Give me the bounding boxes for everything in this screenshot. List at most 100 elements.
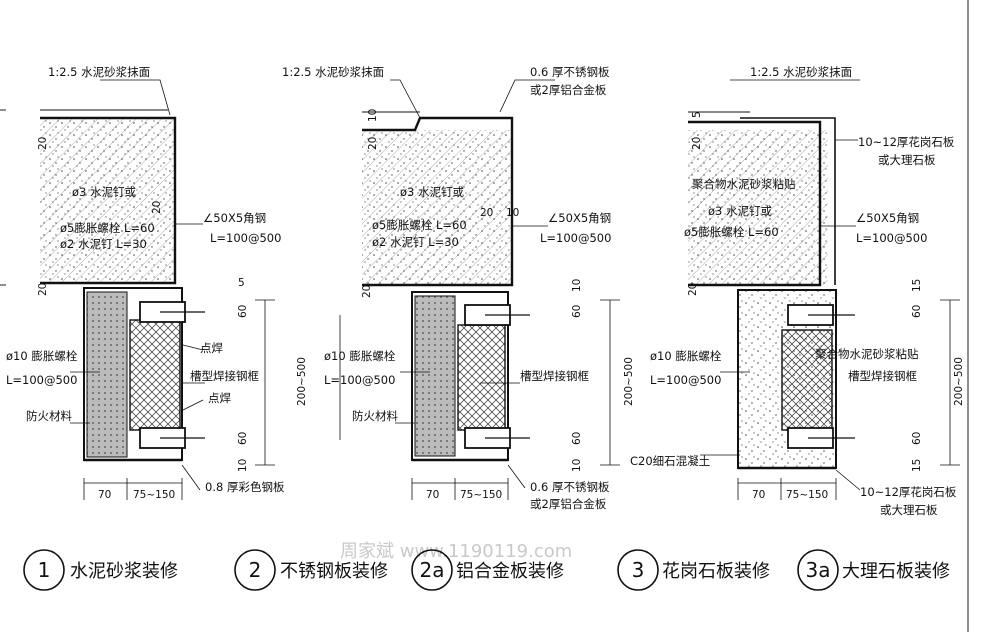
label-fireproof-2: 防火材料 <box>352 409 398 423</box>
caption-circle <box>23 549 65 591</box>
label-bottom-stone-3a: 10~12厚花岗石板 <box>860 485 957 499</box>
dim-2-200: 200~500 <box>623 357 635 406</box>
dim-2-10a: 10 <box>367 109 379 122</box>
label-fireproof-1: 防火材料 <box>26 409 72 423</box>
dim-2-20a: 20 <box>367 137 379 150</box>
label-plate-2b: 或2厚铝合金板 <box>530 83 607 97</box>
dim-2-10b: 10 <box>506 207 519 219</box>
dim-3-70: 70 <box>752 489 765 501</box>
label-bolt-2a: ø10 膨胀螺栓 <box>324 349 396 363</box>
label-bottom-stone-3b: 或大理石板 <box>880 503 938 517</box>
caption-circle <box>234 549 276 591</box>
dim-2-20b: 20 <box>480 207 493 219</box>
channel-frame-2 <box>457 324 506 431</box>
label-spot-weld-1b: 点焊 <box>208 391 231 405</box>
label-concrete-3: C20细石混凝土 <box>630 454 710 468</box>
fireproof-material-2 <box>414 295 456 457</box>
label-anchor-2a: ø3 水泥钉或 <box>400 185 465 199</box>
dim-3-20a: 20 <box>691 137 703 150</box>
label-mortar-3: 聚合物水泥砂浆粘贴 <box>692 177 796 191</box>
dim-1-20b: 20 <box>151 201 163 214</box>
caption-circle <box>411 549 453 591</box>
watermark: 周家斌 www.1190119.com <box>340 541 572 562</box>
fireproof-material-1 <box>86 291 128 458</box>
label-angle-steel-1a: ∠50X5角钢 <box>203 211 266 225</box>
caption-text: 水泥砂浆装修 <box>70 561 178 582</box>
dim-3-200: 200~500 <box>953 357 965 406</box>
dim-2-10d: 10 <box>571 459 583 472</box>
caption-2a: 2a 铝合金板装修 <box>411 549 564 591</box>
label-bolt-2b: L=100@500 <box>324 373 395 387</box>
label-stone-3a: 10~12厚花岗石板 <box>858 135 955 149</box>
caption-text: 大理石板装修 <box>842 561 950 582</box>
dim-2-60a: 60 <box>571 305 583 318</box>
dim-1-75: 75~150 <box>133 489 175 501</box>
label-channel-frame-3: 槽型焊接钢框 <box>848 369 917 383</box>
dim-1-20c: 20 <box>37 283 49 296</box>
label-bolt-3b: L=100@500 <box>650 373 721 387</box>
dim-1-60b: 60 <box>237 432 249 445</box>
dim-2-20c: 20 <box>361 285 373 298</box>
detail-3-granite: 1:2.5 水泥砂浆抹面 10~12厚花岗石板 或大理石板 聚合物水泥砂浆粘贴 … <box>630 65 965 517</box>
caption-text: 花岗石板装修 <box>662 561 770 582</box>
dim-3-75: 75~150 <box>786 489 828 501</box>
caption-number: 3 <box>632 558 645 582</box>
label-plate-2a: 0.6 厚不锈钢板 <box>530 65 610 79</box>
label-angle-steel-2b: L=100@500 <box>540 231 611 245</box>
label-angle-steel-2a: ∠50X5角钢 <box>548 211 611 225</box>
dim-3-5: 5 <box>691 111 703 118</box>
caption-circle <box>617 549 659 591</box>
label-angle-steel-3b: L=100@500 <box>856 231 927 245</box>
caption-1: 1 水泥砂浆装修 <box>23 549 178 591</box>
dim-1-10: 10 <box>237 459 249 472</box>
dim-1-20a: 20 <box>37 137 49 150</box>
caption-3: 3 花岗石板装修 <box>617 549 770 591</box>
caption-3a: 3a 大理石板装修 <box>797 549 950 591</box>
label-bottom-plate-2b: 或2厚铝合金板 <box>530 497 607 511</box>
label-top-finish-1: 1:2.5 水泥砂浆抹面 <box>48 65 150 79</box>
dim-2-75: 75~150 <box>460 489 502 501</box>
label-angle-steel-1b: L=100@500 <box>210 231 281 245</box>
label-mortar-3b: 聚合物水泥砂浆粘贴 <box>815 347 919 361</box>
caption-circle <box>797 549 839 591</box>
label-channel-frame-2: 槽型焊接钢框 <box>520 369 589 383</box>
label-anchor-1c: ø2 水泥钉 L=30 <box>60 237 147 251</box>
caption-number: 2a <box>420 558 445 582</box>
detail-1-cement-mortar: 1:2.5 水泥砂浆抹面 ø3 水泥钉或 ø5膨胀螺栓 L=60 ø2 水泥钉 … <box>6 65 341 501</box>
label-top-finish-3: 1:2.5 水泥砂浆抹面 <box>750 65 852 79</box>
channel-frame-3 <box>781 329 833 431</box>
label-spot-weld-1a: 点焊 <box>200 341 223 355</box>
dim-2-10c: 10 <box>571 279 583 292</box>
dim-1-200: 200~500 <box>296 357 308 406</box>
label-bottom-plate-1: 0.8 厚彩色钢板 <box>205 480 285 494</box>
label-bolt-1b: L=100@500 <box>6 373 77 387</box>
detail-2-stainless-steel: 1:2.5 水泥砂浆抹面 0.6 厚不锈钢板 或2厚铝合金板 ø3 水泥钉或 ø… <box>282 65 635 511</box>
label-bolt-1a: ø10 膨胀螺栓 <box>6 349 78 363</box>
caption-text: 不锈钢板装修 <box>280 561 388 582</box>
dim-3-15a: 15 <box>911 279 923 292</box>
dim-3-60b: 60 <box>911 432 923 445</box>
dim-3-60a: 60 <box>911 305 923 318</box>
label-anchor-3a: ø3 水泥钉或 <box>708 204 773 218</box>
dim-1-70: 70 <box>98 489 111 501</box>
dim-2-60b: 60 <box>571 432 583 445</box>
label-stone-3b: 或大理石板 <box>878 153 936 167</box>
caption-number: 3a <box>806 558 831 582</box>
label-anchor-1a: ø3 水泥钉或 <box>72 185 137 199</box>
label-top-finish-2: 1:2.5 水泥砂浆抹面 <box>282 65 384 79</box>
label-anchor-1b: ø5膨胀螺栓 L=60 <box>60 221 155 235</box>
dim-3-20b: 20 <box>687 283 699 296</box>
caption-2: 2 不锈钢板装修 <box>234 549 388 591</box>
caption-number: 2 <box>249 558 262 582</box>
label-bottom-plate-2a: 0.6 厚不锈钢板 <box>530 480 610 494</box>
dim-3-15b: 15 <box>911 459 923 472</box>
caption-number: 1 <box>38 558 51 582</box>
caption-text: 铝合金板装修 <box>456 561 564 582</box>
channel-frame-1 <box>129 319 181 431</box>
dim-1-5: 5 <box>238 277 245 289</box>
label-bolt-3a: ø10 膨胀螺栓 <box>650 349 722 363</box>
label-anchor-2b: ø5膨胀螺栓 L=60 <box>372 218 467 232</box>
label-anchor-3b: ø5膨胀螺栓 L=60 <box>684 225 779 239</box>
dim-2-70: 70 <box>426 489 439 501</box>
